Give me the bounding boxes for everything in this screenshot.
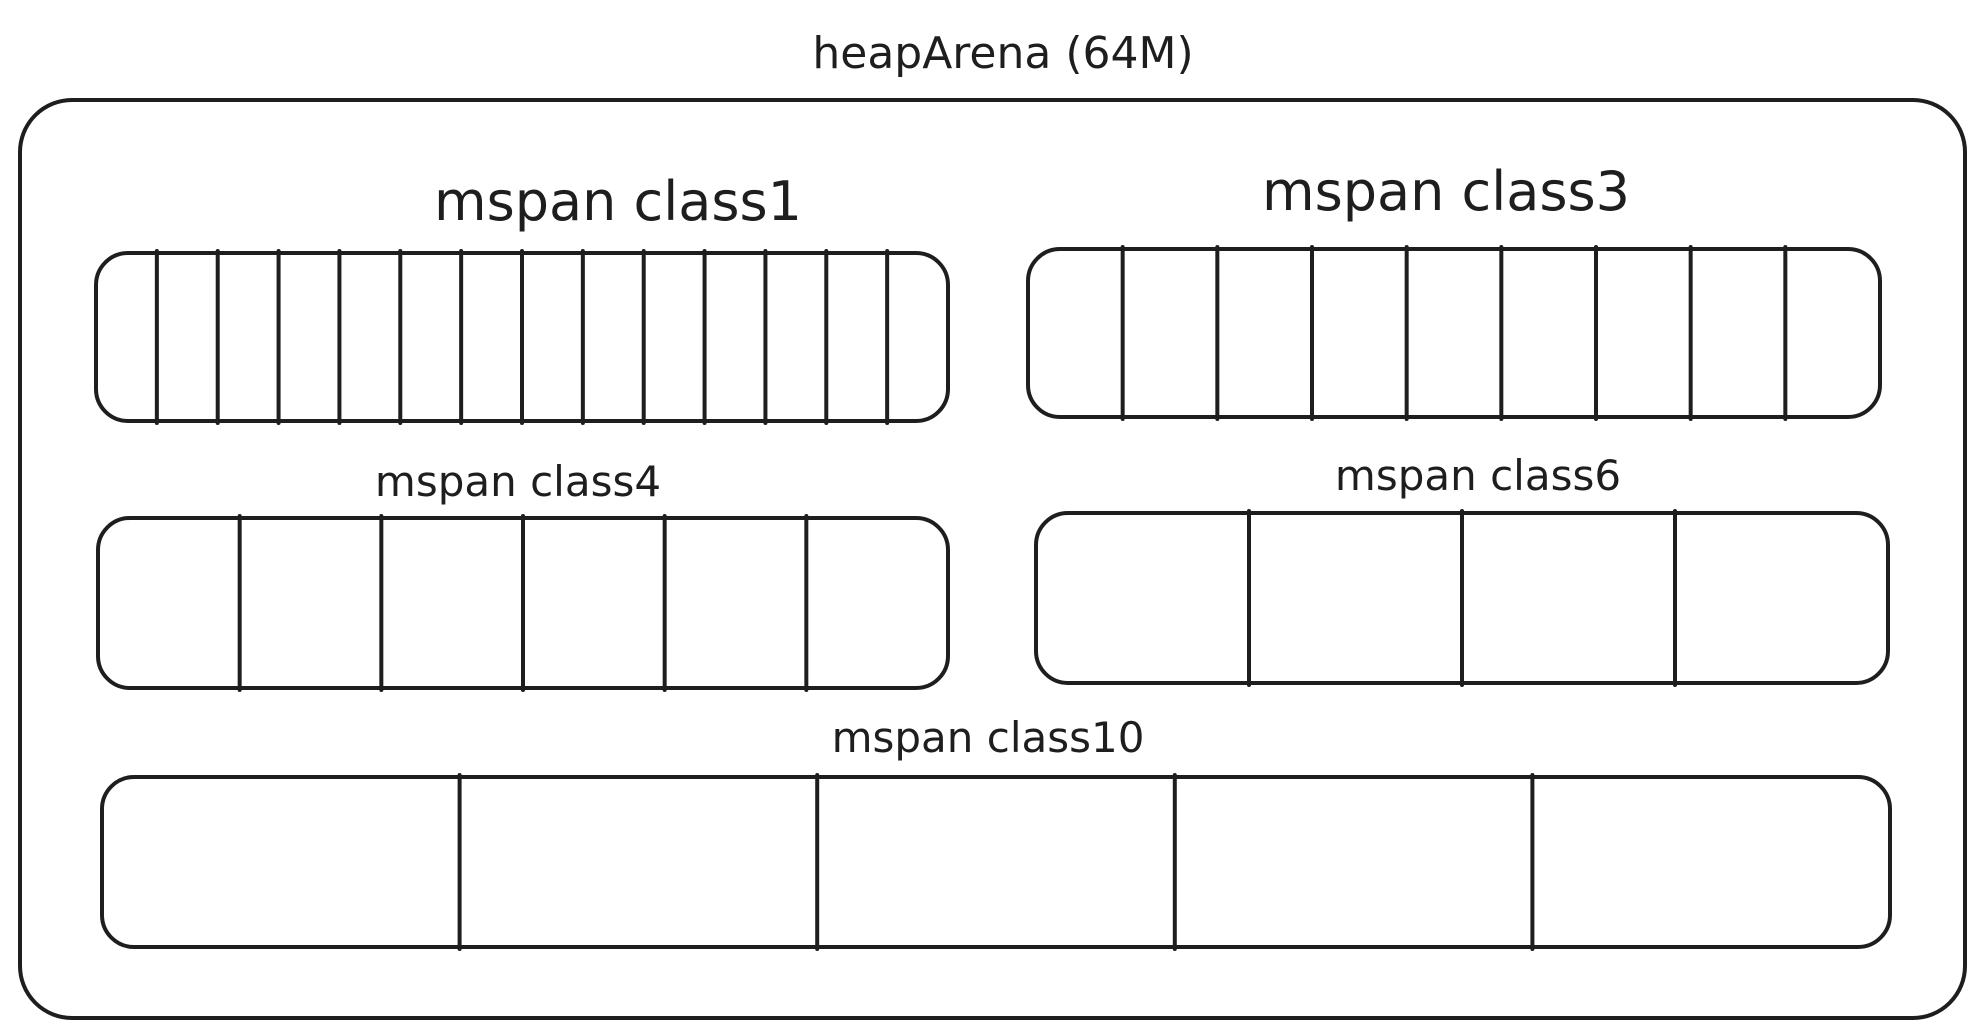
mspan-dividers-class4	[237, 514, 809, 692]
mspan-label-class6: mspan class6	[1335, 451, 1621, 500]
mspan-label-class10: mspan class10	[832, 713, 1145, 762]
arena-title: heapArena (64M)	[812, 28, 1193, 79]
mspan-label-class1: mspan class1	[434, 170, 802, 233]
mspan-label-class3: mspan class3	[1262, 160, 1630, 223]
mspan-group-class4: mspan class4	[96, 457, 950, 692]
mspan-box-class3	[1026, 247, 1882, 419]
mspan-dividers-class10	[457, 773, 1535, 951]
mspan-box-class10	[100, 775, 1892, 949]
mspan-group-class6: mspan class6	[1034, 451, 1890, 687]
mspan-group-class1: mspan class1	[94, 170, 950, 425]
mspan-dividers-class6	[1247, 509, 1677, 687]
mspan-group-class3: mspan class3	[1026, 160, 1882, 421]
mspan-label-class4: mspan class4	[375, 457, 661, 506]
heap-arena-container	[18, 98, 1967, 1020]
mspan-dividers-class1	[154, 249, 890, 425]
mspan-dividers-class3	[1120, 245, 1788, 421]
mspan-group-class10: mspan class10	[100, 713, 1892, 951]
